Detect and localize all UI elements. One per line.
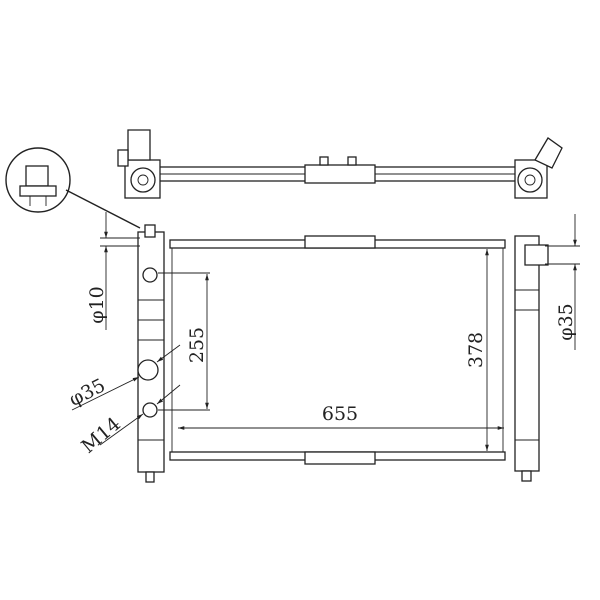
drain-thread-label: M14 <box>77 413 125 458</box>
right-pipe-label: φ35 <box>555 303 577 340</box>
vent-diameter-label: φ10 <box>86 286 108 323</box>
dimension-inlet-spacing: 255 <box>158 272 210 411</box>
left-tank <box>137 224 165 483</box>
left-pipe-label: φ35 <box>66 374 109 411</box>
dimension-height: 378 <box>465 249 489 451</box>
top-view <box>117 129 563 199</box>
dimension-right-pipe: φ35 <box>545 214 580 350</box>
inlet-spacing-label: 255 <box>186 327 208 363</box>
width-label: 655 <box>322 403 358 425</box>
radiator-core <box>169 235 506 465</box>
height-label: 378 <box>465 332 487 368</box>
dimension-width: 655 <box>178 403 504 430</box>
right-tank <box>514 235 549 482</box>
vent-detail-callout <box>5 147 141 229</box>
dimension-vent-diameter: φ10 <box>86 212 140 330</box>
